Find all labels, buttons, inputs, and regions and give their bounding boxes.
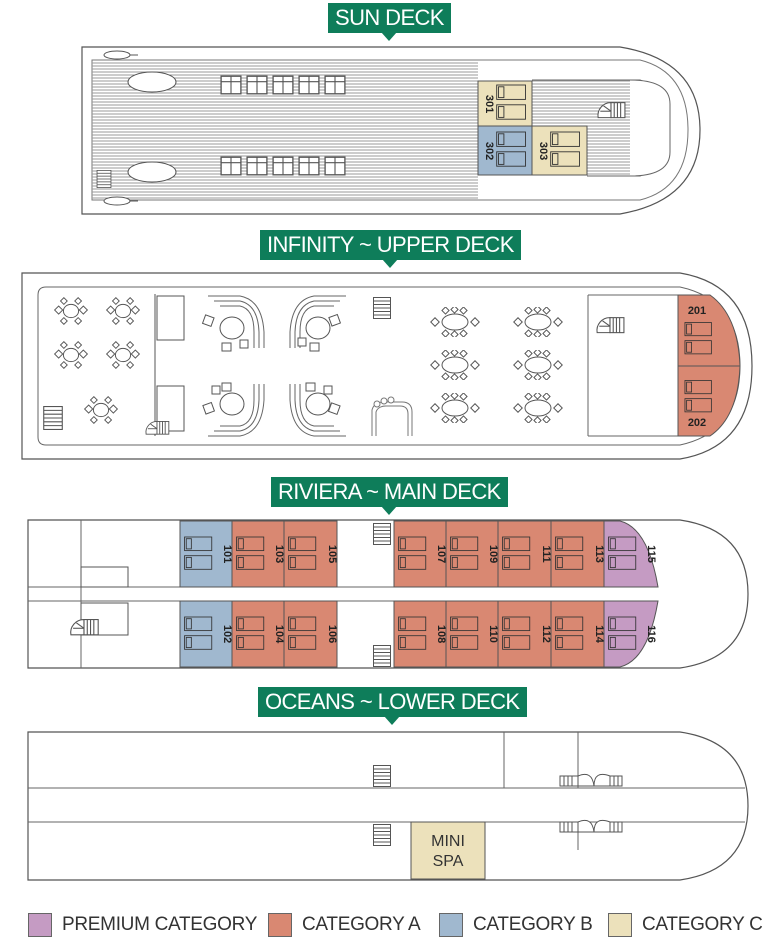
legend-category-c-label: CATEGORY C xyxy=(642,914,763,935)
stairs-icon xyxy=(373,645,391,667)
lower-deck-plan: MINI SPA xyxy=(27,731,749,881)
legend-category-b-label: CATEGORY B xyxy=(473,914,593,935)
cabin-110[interactable]: 110 xyxy=(445,600,499,668)
lounge-sofas xyxy=(208,295,346,437)
cabin-302-number: 302 xyxy=(483,142,495,160)
lounge-tables xyxy=(201,313,342,416)
stairs-icon xyxy=(373,824,391,846)
stairs-icon xyxy=(43,406,63,430)
category-b-swatch xyxy=(439,913,463,937)
dance-floor xyxy=(371,396,413,436)
cabin-115-number: 115 xyxy=(645,545,657,563)
lower-deck-title-text: OCEANS ~ LOWER DECK xyxy=(265,689,520,714)
cabin-302[interactable]: 302 xyxy=(477,125,533,176)
cabin-102-number: 102 xyxy=(221,625,233,643)
cabin-105[interactable]: 105 xyxy=(283,520,338,588)
main-deck-plan: 101 103 105 107 109 111 113 115 102 104 106 108 110 1… xyxy=(27,519,749,669)
cabin-109[interactable]: 109 xyxy=(445,520,499,588)
legend-category-b: CATEGORY B xyxy=(439,910,593,940)
cabin-111-number: 111 xyxy=(540,545,552,562)
cabin-103[interactable]: 103 xyxy=(231,520,285,588)
sun-loungers-bottom xyxy=(220,156,346,176)
hot-tub-icon xyxy=(127,161,177,183)
cabin-116-number: 116 xyxy=(645,625,657,643)
main-deck-title-text: RIVIERA ~ MAIN DECK xyxy=(278,479,501,504)
premium-swatch xyxy=(28,913,52,937)
stairs-icon xyxy=(373,765,391,787)
cabin-202-number: 202 xyxy=(688,417,706,429)
cabin-112-number: 112 xyxy=(540,625,552,643)
cabin-112[interactable]: 112 xyxy=(497,600,552,668)
spa-label-line2: SPA xyxy=(433,853,464,870)
cabin-113-number: 113 xyxy=(593,545,605,563)
upper-deck-title-text: INFINITY ~ UPPER DECK xyxy=(267,232,514,257)
lower-deck-title: OCEANS ~ LOWER DECK xyxy=(258,687,527,725)
stairs-icon xyxy=(373,297,391,319)
cabin-103-number: 103 xyxy=(273,545,285,563)
spa-label-line1: MINI xyxy=(431,833,465,850)
cabin-110-number: 110 xyxy=(487,625,499,643)
cabin-108[interactable]: 108 xyxy=(393,600,447,668)
cabin-201-number: 201 xyxy=(688,305,706,317)
down-arrow-icon xyxy=(381,32,398,41)
legend-category-a: CATEGORY A xyxy=(268,910,421,940)
cabin-111[interactable]: 111 xyxy=(497,520,552,588)
cabin-105-number: 105 xyxy=(326,545,338,563)
cabin-201[interactable]: 201 xyxy=(677,294,741,367)
cabin-107[interactable]: 107 xyxy=(393,520,447,588)
legend-category-c: CATEGORY C xyxy=(608,910,763,940)
stairs-icon xyxy=(96,170,112,188)
anchor-icon xyxy=(103,50,138,206)
cabin-202[interactable]: 202 xyxy=(677,365,741,437)
category-c-swatch xyxy=(608,913,632,937)
cabin-107-number: 107 xyxy=(435,545,447,563)
cabin-106-number: 106 xyxy=(326,625,338,643)
legend-category-a-label: CATEGORY A xyxy=(302,914,421,935)
cabin-109-number: 109 xyxy=(487,545,499,563)
sun-deck-title: SUN DECK xyxy=(328,3,451,41)
cabin-301[interactable]: 301 xyxy=(477,80,533,127)
cabin-101-number: 101 xyxy=(221,545,233,563)
cabin-301-number: 301 xyxy=(483,95,495,113)
stairs-icon xyxy=(373,523,391,545)
cabin-303-number: 303 xyxy=(537,142,549,160)
cabin-114[interactable]: 114 xyxy=(550,600,605,668)
cabin-113[interactable]: 113 xyxy=(550,520,605,588)
sun-loungers-top xyxy=(220,75,346,95)
legend-premium-label: PREMIUM CATEGORY xyxy=(62,914,258,935)
cabin-104-number: 104 xyxy=(273,625,285,644)
upper-deck-title: INFINITY ~ UPPER DECK xyxy=(260,230,521,268)
category-a-swatch xyxy=(268,913,292,937)
cabin-303[interactable]: 303 xyxy=(531,125,588,176)
hot-tub-icon xyxy=(127,71,177,93)
main-deck-cabins: 101 103 105 107 109 111 113 115 102 104 106 108 110 1… xyxy=(179,520,659,668)
down-arrow-icon xyxy=(384,716,401,725)
engine-room-stairs xyxy=(559,773,623,833)
cabin-106[interactable]: 106 xyxy=(283,600,338,668)
mini-spa[interactable]: MINI SPA xyxy=(410,821,486,880)
cabin-108-number: 108 xyxy=(435,625,447,643)
cabin-101[interactable]: 101 xyxy=(179,520,233,588)
cabin-114-number: 114 xyxy=(593,625,605,644)
cabin-116[interactable]: 116 xyxy=(603,600,659,668)
sun-deck-plan: 301 302 303 xyxy=(81,46,701,215)
down-arrow-icon xyxy=(381,506,398,515)
sun-deck-planking xyxy=(92,62,670,199)
sun-deck-title-text: SUN DECK xyxy=(335,5,444,30)
cabin-102[interactable]: 102 xyxy=(179,600,233,668)
cabin-104[interactable]: 104 xyxy=(231,600,285,668)
upper-deck-plan: 201 202 xyxy=(21,272,753,460)
main-deck-title: RIVIERA ~ MAIN DECK xyxy=(271,477,508,515)
cabin-115[interactable]: 115 xyxy=(603,520,659,588)
down-arrow-icon xyxy=(382,259,399,268)
legend-premium: PREMIUM CATEGORY xyxy=(28,910,257,940)
